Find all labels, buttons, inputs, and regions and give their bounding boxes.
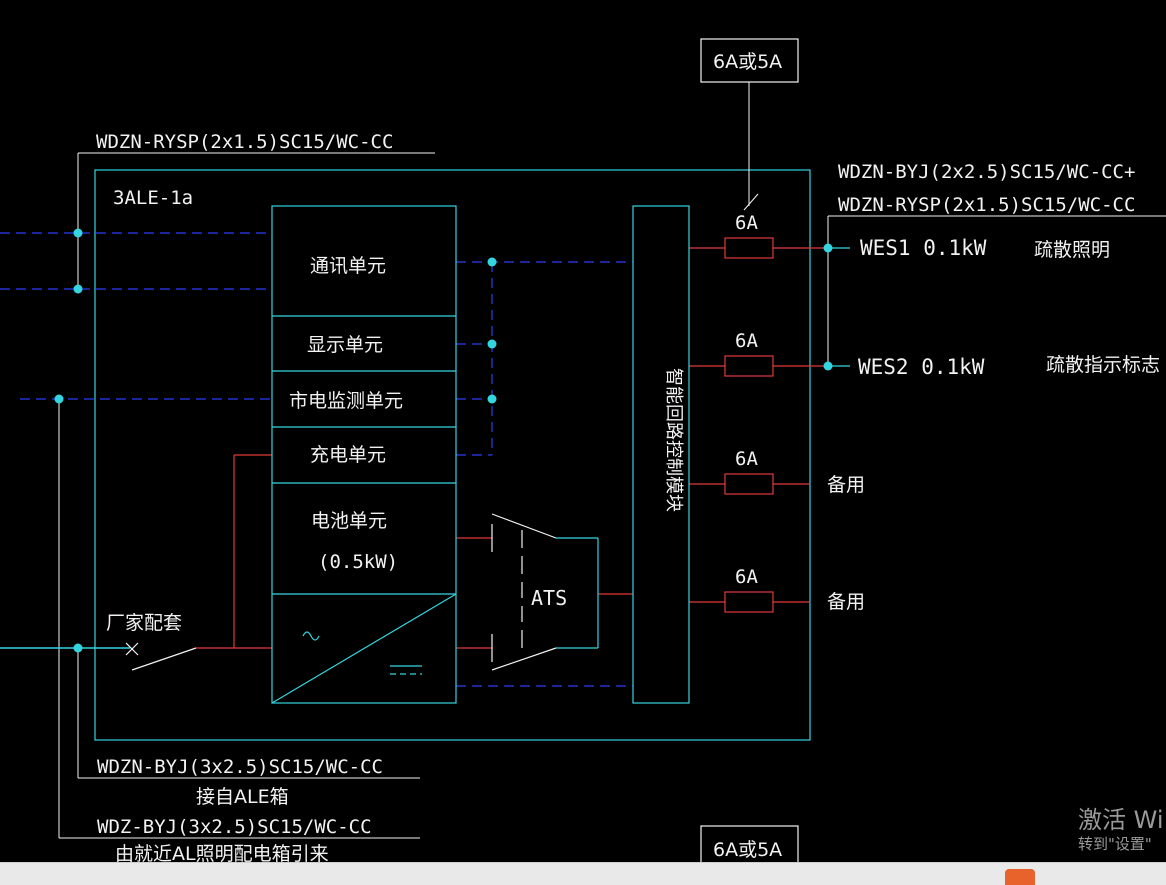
watermark-line-1: 激活 Wi [1078, 806, 1164, 834]
unit-mains: 市电监测单元 [289, 390, 403, 412]
circuit-4-desc: 备用 [827, 591, 865, 613]
cable-label-right-2: WDZN-RYSP(2x1.5)SC15/WC-CC [838, 194, 1135, 216]
unit-battery-rating: (0.5kW) [318, 551, 398, 573]
panel-id: 3ALE-1a [113, 187, 193, 209]
ats-label: ATS [531, 586, 567, 610]
factory-label: 厂家配套 [106, 612, 182, 634]
circuit-2-id: WES2 0.1kW [858, 355, 985, 379]
fuse-rating-1: 6A [735, 212, 758, 234]
activation-watermark: 激活 Wi 转到"设置" [1078, 806, 1164, 854]
breaker-bottom-label: 6A或5A [713, 839, 782, 861]
unit-battery: 电池单元 [311, 510, 387, 532]
ats-switch [491, 513, 557, 671]
panel-enclosure [94, 169, 811, 741]
breaker-top-label: 6A或5A [713, 51, 782, 73]
fuse-rating-4: 6A [735, 566, 758, 588]
feed-2-note: 由就近AL照明配电箱引来 [115, 843, 329, 865]
circuit-1-id: WES1 0.1kW [860, 236, 987, 260]
ac-symbol [302, 631, 320, 641]
circuit-2-desc: 疏散指示标志 [1046, 354, 1160, 376]
feed-1-note: 接自ALE箱 [196, 786, 289, 808]
circuit-1-desc: 疏散照明 [1034, 239, 1110, 261]
circuit-3-desc: 备用 [827, 474, 865, 496]
watermark-line-2: 转到"设置" [1078, 835, 1152, 853]
fuses [724, 237, 774, 613]
unit-charge: 充电单元 [310, 444, 386, 466]
feed-2-cable: WDZ-BYJ(3x2.5)SC15/WC-CC [97, 816, 372, 838]
unit-display: 显示单元 [307, 334, 383, 356]
taskbar [0, 862, 1166, 885]
fuse-rating-3: 6A [735, 448, 758, 470]
app-icon[interactable] [1005, 869, 1035, 885]
unit-stack [271, 205, 457, 704]
control-module-label: 智能回路控制模块 [663, 368, 684, 512]
cable-label-right-1: WDZN-BYJ(2x2.5)SC15/WC-CC+ [838, 161, 1135, 183]
power-lines [196, 247, 828, 649]
junction-dots [54, 228, 833, 653]
factory-switch [131, 647, 197, 671]
feed-1-cable: WDZN-BYJ(3x2.5)SC15/WC-CC [97, 756, 383, 778]
control-module [632, 205, 690, 704]
fuse-rating-2: 6A [735, 330, 758, 352]
unit-comm: 通讯单元 [310, 255, 386, 277]
cable-label-top-left: WDZN-RYSP(2x1.5)SC15/WC-CC [96, 131, 393, 153]
